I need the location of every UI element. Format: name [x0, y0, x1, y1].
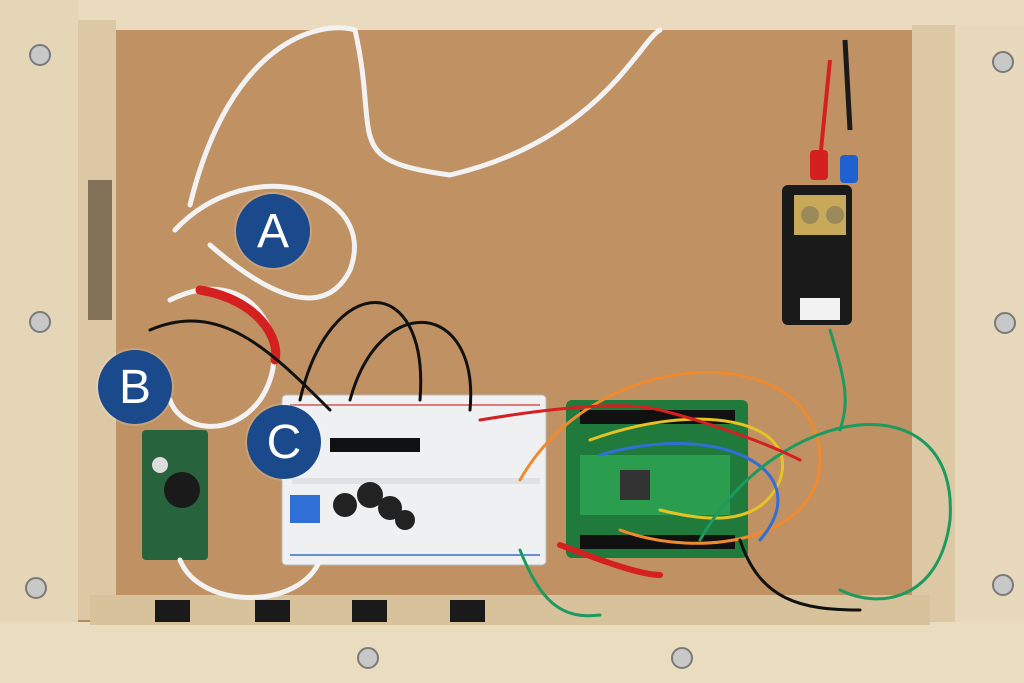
- label-b-text: B: [118, 360, 151, 414]
- wires: [148, 25, 952, 618]
- label-c-badge: C: [247, 405, 321, 479]
- driver-board: [142, 430, 208, 560]
- power-module: [782, 39, 858, 325]
- label-c-text: C: [266, 415, 302, 469]
- components: [290, 438, 420, 530]
- bottom-connectors: [155, 600, 485, 622]
- label-a-text: A: [256, 204, 289, 258]
- label-b-badge: B: [98, 350, 172, 424]
- breadboard: [281, 394, 547, 566]
- label-a-badge: A: [236, 194, 310, 268]
- screws: [25, 44, 1016, 669]
